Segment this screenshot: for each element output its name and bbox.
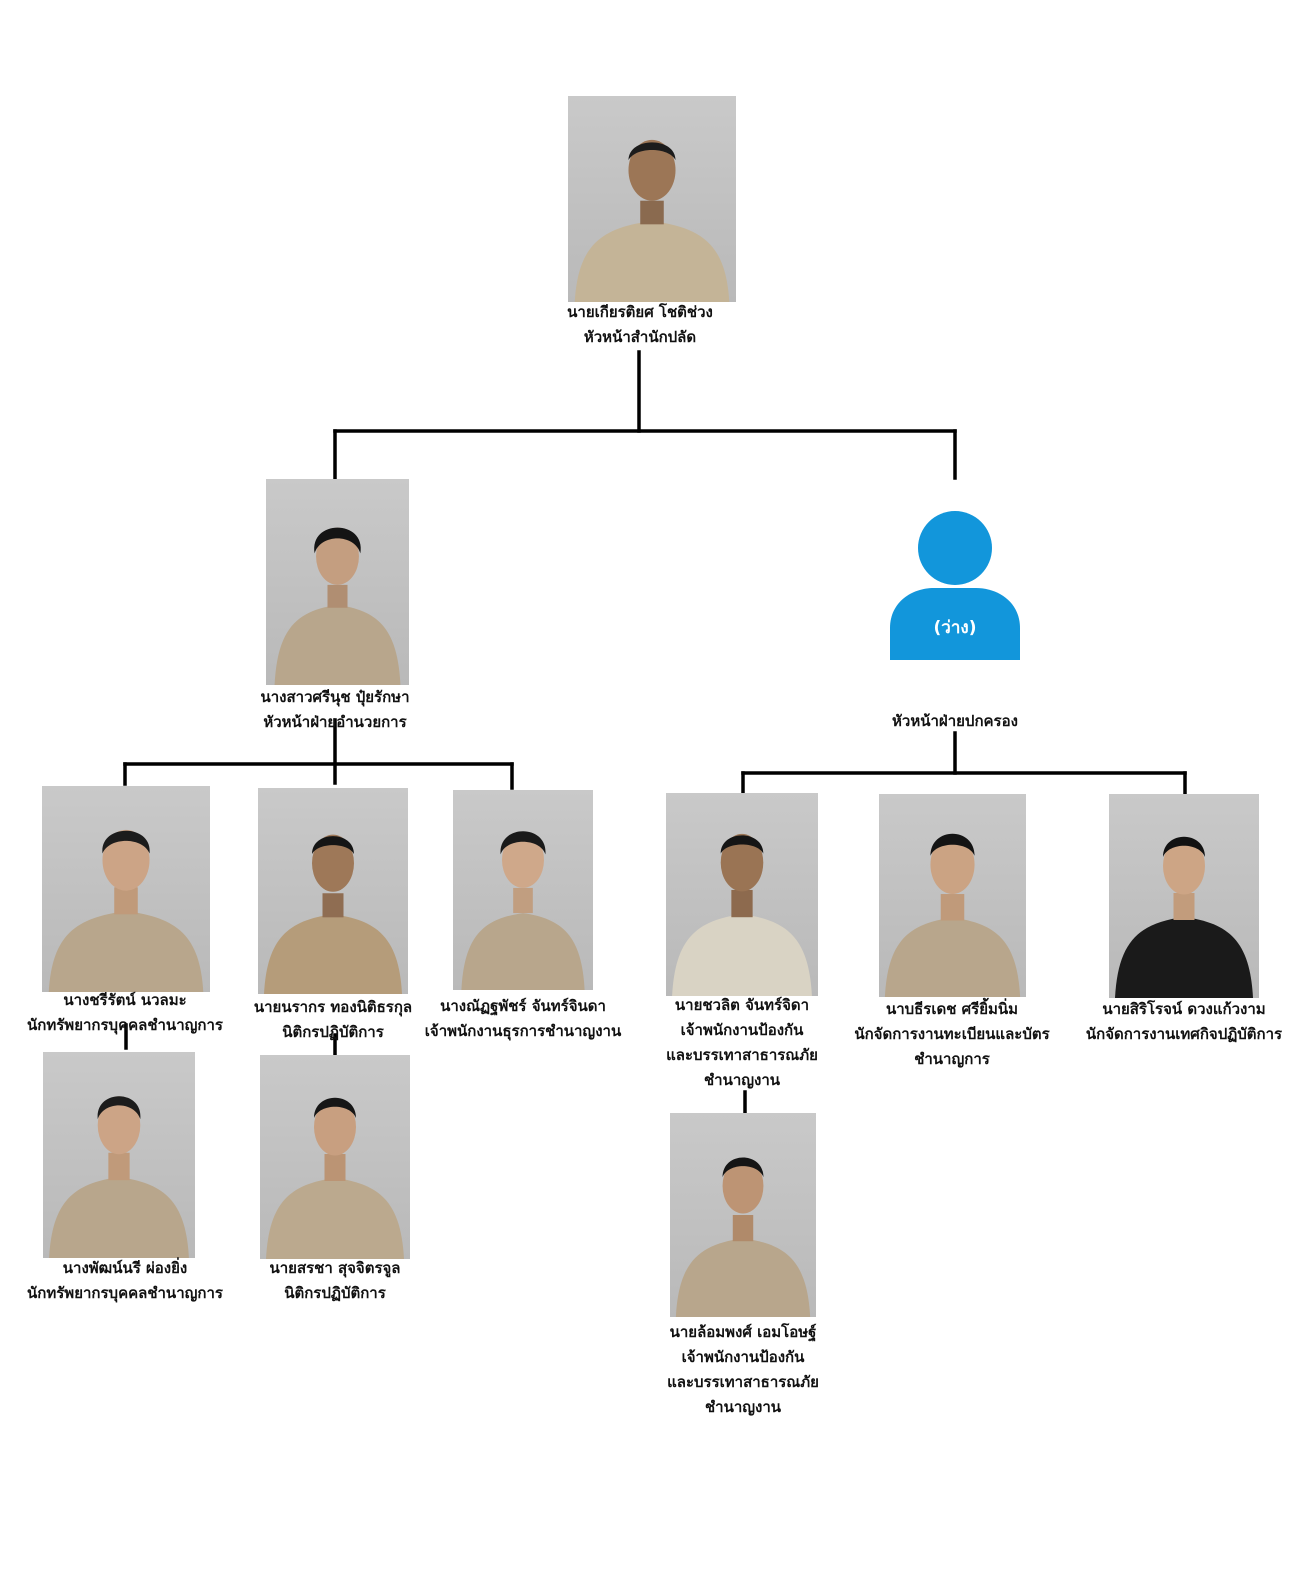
photo-gov-staff-4 xyxy=(670,1113,816,1317)
label-admin-staff-2: นายนรากร ทองนิติธรกุล นิติกรปฏิบัติการ xyxy=(203,995,463,1045)
title-gov-staff-2-line-2: ชำนาญการ xyxy=(914,1050,990,1068)
title-admin-head: หัวหน้าฝ่ายอำนวยการ xyxy=(263,713,407,731)
name-gov-staff-1: นายชวลิต จันทร์จิดา xyxy=(674,996,810,1014)
name-gov-staff-4: นายล้อมพงศ์ เอมโอษฐ์ xyxy=(669,1323,817,1341)
person-portrait-icon xyxy=(574,139,730,302)
label-gov-staff-2: นาบธีรเดช ศรียิ้มนิ่ม นักจัดการงานทะเบีย… xyxy=(812,997,1092,1072)
label-gov-staff-1: นายชวลิต จันทร์จิดา เจ้าพนักงานป้องกัน แ… xyxy=(612,993,872,1093)
vacant-gov-head-avatar: (ว่าง) xyxy=(890,510,1020,660)
title-gov-staff-4-line-3: ชำนาญงาน xyxy=(704,1398,782,1416)
person-portrait-icon xyxy=(461,831,585,990)
label-gov-staff-4: นายล้อมพงศ์ เอมโอษฐ์ เจ้าพนักงานป้องกัน … xyxy=(613,1320,873,1420)
title-admin-staff-1: นักทรัพยากรบุคคลชำนาญการ xyxy=(27,1016,223,1034)
title-gov-staff-3-line-1: นักจัดการงานเทศกิจปฏิบัติการ xyxy=(1085,1025,1283,1043)
title-admin-staff-4: นักทรัพยากรบุคคลชำนาญการ xyxy=(27,1284,223,1302)
person-portrait-icon xyxy=(675,1157,811,1317)
name-head-office: นายเกียรติยศ โชติช่วง xyxy=(567,303,713,321)
name-gov-staff-2: นาบธีรเดช ศรียิ้มนิ่ม xyxy=(885,1000,1019,1018)
title-gov-staff-4-line-1: เจ้าพนักงานป้องกัน xyxy=(681,1348,805,1366)
person-portrait-icon xyxy=(264,834,402,994)
label-admin-staff-1: นางชรีรัตน์ นวลมะ นักทรัพยากรบุคคลชำนาญก… xyxy=(0,988,265,1038)
name-gov-staff-3: นายสิริโรจน์ ดวงแก้วงาม xyxy=(1102,1000,1266,1018)
photo-gov-staff-3 xyxy=(1109,794,1259,998)
title-admin-staff-5: นิติกรปฏิบัติการ xyxy=(284,1284,386,1302)
vacant-label: (ว่าง) xyxy=(933,618,977,638)
title-gov-staff-2-line-1: นักจัดการงานทะเบียนและบัตร xyxy=(854,1025,1050,1043)
title-gov-staff-1-line-1: เจ้าพนักงานป้องกัน xyxy=(680,1021,804,1039)
photo-admin-staff-3 xyxy=(453,790,593,990)
title-admin-staff-2: นิติกรปฏิบัติการ xyxy=(282,1023,384,1041)
photo-admin-head xyxy=(266,479,409,685)
photo-admin-staff-5 xyxy=(260,1055,410,1259)
title-admin-staff-3: เจ้าพนักงานธุรการชำนาญงาน xyxy=(424,1022,622,1040)
name-admin-head: นางสาวศรีนุช ปุ๋ยรักษา xyxy=(260,688,410,706)
person-portrait-icon xyxy=(672,833,812,996)
photo-admin-staff-2 xyxy=(258,788,408,994)
person-portrait-icon xyxy=(266,1097,404,1259)
name-admin-staff-5: นายสรชา สุจจิตรจูล xyxy=(269,1259,401,1277)
label-admin-staff-3: นางณัฏฐพัชร์ จันทร์จินดา เจ้าพนักงานธุรก… xyxy=(403,994,643,1044)
person-portrait-icon xyxy=(1115,836,1253,998)
name-admin-staff-4: นางพัฒน์นรี ผ่องยิ่ง xyxy=(62,1259,188,1277)
photo-admin-staff-1 xyxy=(42,786,210,992)
photo-gov-staff-2 xyxy=(879,794,1026,997)
label-admin-staff-4: นางพัฒน์นรี ผ่องยิ่ง นักทรัพยากรบุคคลชำน… xyxy=(0,1256,260,1306)
name-admin-staff-3: นางณัฏฐพัชร์ จันทร์จินดา xyxy=(440,997,606,1015)
photo-gov-staff-1 xyxy=(666,793,818,996)
label-gov-staff-3: นายสิริโรจน์ ดวงแก้วงาม นักจัดการงานเทศก… xyxy=(1064,997,1300,1047)
title-gov-head: หัวหน้าฝ่ายปกครอง xyxy=(892,712,1018,730)
label-head-office: นายเกียรติยศ โชติช่วง หัวหน้าสำนักปลัด xyxy=(470,300,810,350)
person-portrait-icon xyxy=(49,1096,189,1258)
person-portrait-icon xyxy=(274,527,401,685)
photo-admin-staff-4 xyxy=(43,1052,195,1258)
label-admin-head: นางสาวศรีนุช ปุ๋ยรักษา หัวหน้าฝ่ายอำนวยก… xyxy=(185,685,485,735)
person-portrait-icon xyxy=(48,829,204,992)
title-head-office: หัวหน้าสำนักปลัด xyxy=(583,328,697,346)
title-gov-staff-1-line-2: และบรรเทาสาธารณภัย xyxy=(666,1046,818,1064)
person-portrait-icon xyxy=(884,833,1021,997)
title-gov-staff-4-line-2: และบรรเทาสาธารณภัย xyxy=(667,1373,819,1391)
photo-head-office xyxy=(568,96,736,302)
name-admin-staff-1: นางชรีรัตน์ นวลมะ xyxy=(63,991,187,1009)
label-admin-staff-5: นายสรชา สุจจิตรจูล นิติกรปฏิบัติการ xyxy=(215,1256,455,1306)
title-gov-staff-1-line-3: ชำนาญงาน xyxy=(703,1071,781,1089)
name-admin-staff-2: นายนรากร ทองนิติธรกุล xyxy=(253,998,413,1016)
person-silhouette-icon xyxy=(890,511,1020,660)
